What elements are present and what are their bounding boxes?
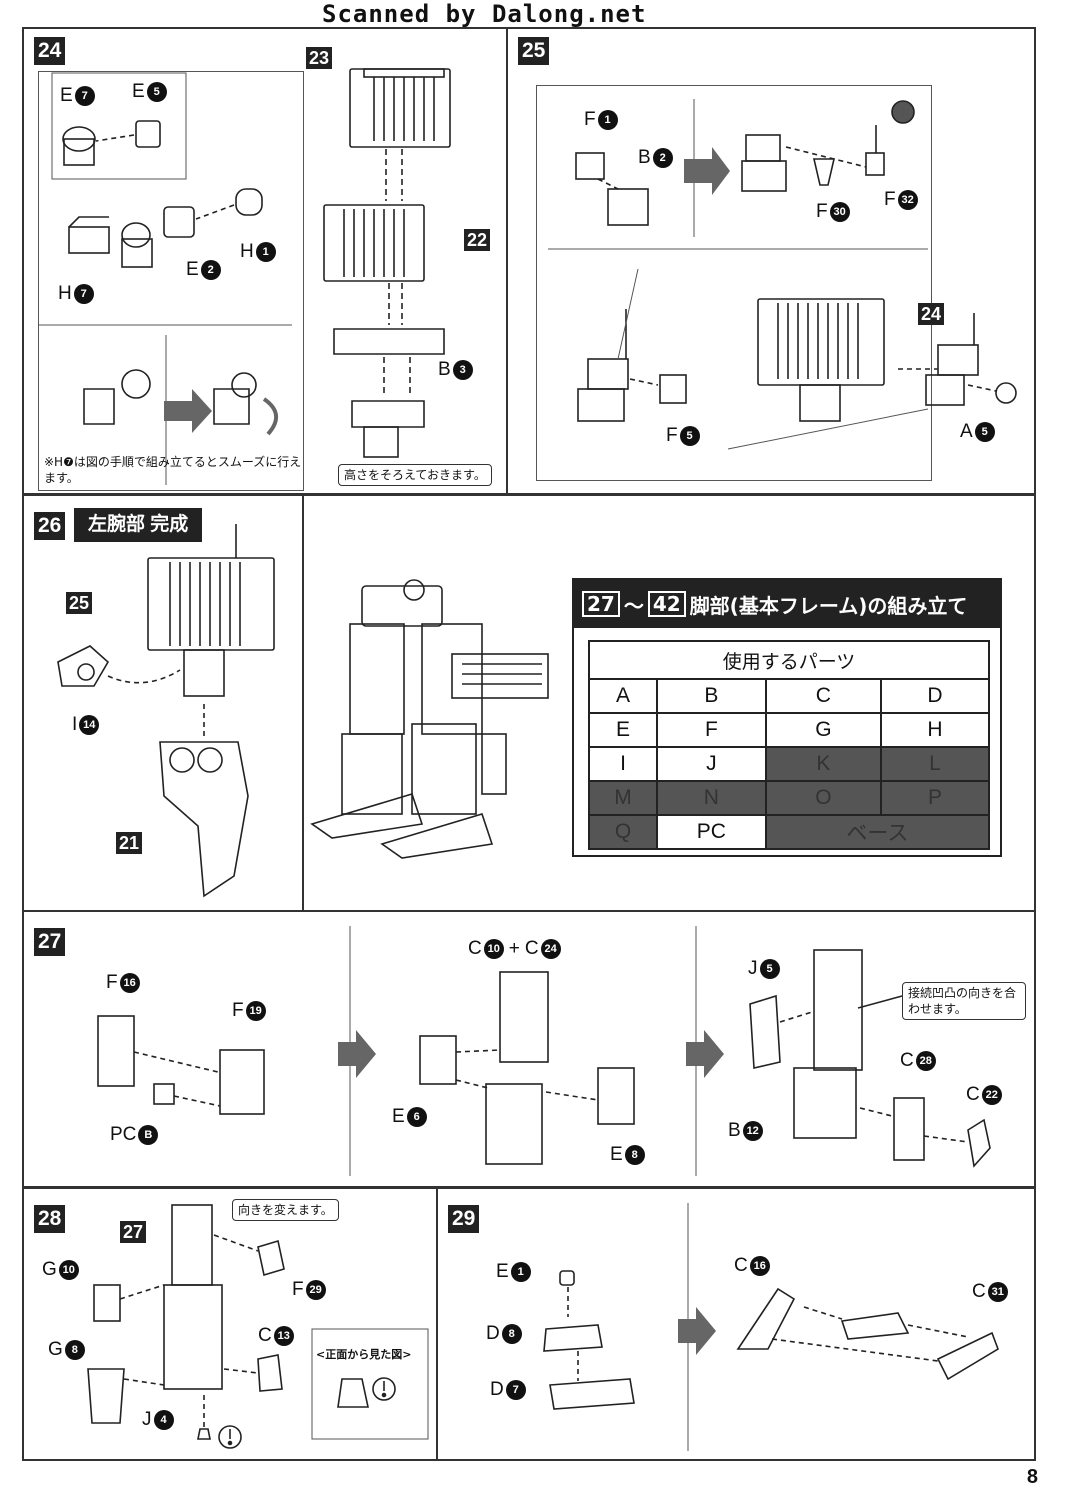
- ref-step-27: 27: [120, 1221, 147, 1243]
- section-from-step: 27: [582, 591, 620, 617]
- ref-step-21: 21: [116, 832, 143, 854]
- parts-table-title: 使用するパーツ: [588, 640, 990, 680]
- legs-section-header: 27 〜 42 脚部(基本フレーム)の組み立て: [574, 580, 1000, 628]
- ref-step-25: 25: [66, 592, 93, 614]
- parts-cell: K: [764, 746, 882, 782]
- parts-cell: J: [656, 746, 767, 782]
- note-h7-assembly: ※H❼は図の手順で組み立てるとスムーズに行えます。: [44, 455, 302, 485]
- ref-step-24: 24: [918, 303, 945, 325]
- step-26-parts-illustration: [57, 524, 275, 898]
- step-27-parts-illustration: [97, 926, 991, 1176]
- step-28-parts-illustration: [87, 1204, 429, 1449]
- callout-change-direction: 向きを変えます。: [232, 1199, 339, 1221]
- parts-cell: F: [656, 712, 767, 748]
- step-25-subassembly-box: [536, 85, 932, 481]
- step-number: 24: [34, 37, 66, 65]
- front-view-label: <正面から見た図>: [316, 1348, 412, 1361]
- parts-cell: B: [656, 678, 767, 714]
- parts-cell: ベース: [764, 814, 991, 850]
- parts-cell: E: [588, 712, 658, 748]
- page-number: 8: [1026, 1466, 1038, 1488]
- parts-cell: O: [764, 780, 882, 816]
- parts-cell: D: [879, 678, 991, 714]
- ref-step-22: 22: [464, 229, 491, 251]
- parts-cell: M: [588, 780, 658, 816]
- step-26-title: 左腕部 完成: [74, 508, 203, 542]
- step-number: 26: [34, 512, 66, 540]
- step-24-panel: 24 23 22: [22, 27, 508, 495]
- parts-cell: H: [879, 712, 991, 748]
- step-number: 27: [34, 928, 66, 956]
- section-to-step: 42: [647, 591, 686, 617]
- watermark: Scanned by Dalong.net: [322, 0, 647, 28]
- parts-cell: P: [879, 780, 991, 816]
- parts-cell: A: [588, 678, 658, 714]
- callout-align-height: 高さをそろえておきます。: [338, 464, 492, 486]
- step-number: 25: [518, 37, 550, 65]
- parts-cell: I: [588, 746, 658, 782]
- parts-cell: G: [764, 712, 882, 748]
- section-title: 脚部(基本フレーム)の組み立て: [689, 593, 968, 618]
- step-number: 28: [34, 1205, 66, 1233]
- parts-cell: N: [656, 780, 767, 816]
- parts-cell: Q: [588, 814, 658, 850]
- step-number: 29: [448, 1205, 480, 1233]
- section-tilde: 〜: [623, 593, 644, 618]
- ref-step-23: 23: [306, 47, 333, 69]
- step-24-parts-illustration: [38, 68, 451, 485]
- legs-frame-illustration: [310, 579, 549, 859]
- step-25-parts-illustration: [548, 99, 1017, 450]
- callout-align-joint: 接続凹凸の向きを合わせます。: [902, 982, 1026, 1020]
- parts-cell: L: [879, 746, 991, 782]
- parts-cell: C: [764, 678, 882, 714]
- parts-cell: PC: [656, 814, 767, 850]
- step-29-parts-illustration: [543, 1203, 999, 1451]
